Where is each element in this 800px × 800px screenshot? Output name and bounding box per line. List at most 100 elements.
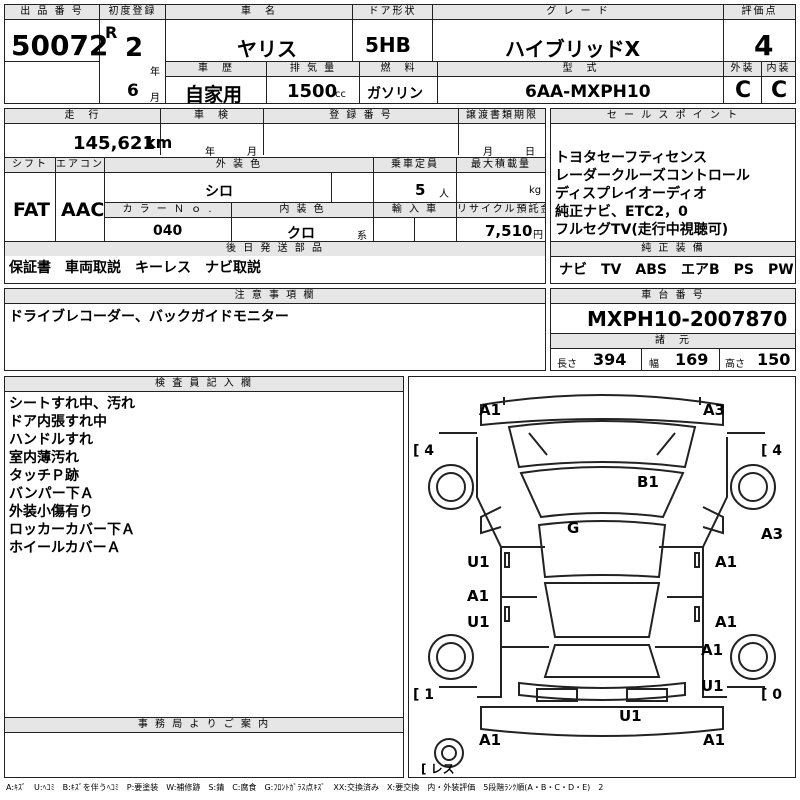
sales-points-label: セ ー ル ス ポ イ ン ト (551, 109, 795, 124)
legend: A:ｷｽﾞ U:ﾍｺﾐ B:ｷｽﾞを伴うﾍｺﾐ P:要塗装 W:補修跡 S:錆 … (6, 783, 604, 792)
inspection-year-unit: 年 (205, 147, 215, 158)
sales-point: トヨタセーフティセンス (555, 150, 708, 166)
grade: ハイブリッドX (505, 37, 641, 61)
mark-cabin: G (567, 519, 579, 537)
mark-right-rear-fender: A1 (701, 641, 723, 659)
length: 394 (593, 350, 627, 369)
mark-front-right: A3 (703, 401, 725, 419)
exterior-color: シロ (205, 184, 233, 200)
notes-label: 注 意 事 項 欄 (5, 289, 545, 304)
import-label: 輸 入 車 (374, 203, 456, 218)
inspector-note: シートすれ中、汚れ (9, 396, 135, 412)
sales-point: ディスプレイオーディオ (555, 186, 708, 202)
tire-fr: [ 4 (761, 443, 782, 459)
color-label: 外 装 色 (105, 158, 373, 173)
first-reg-year-unit: 年 (150, 67, 160, 78)
mark-right-rear-door: A1 (715, 613, 737, 631)
notes-box: 注 意 事 項 欄 ドライブレコーダー、バックガイドモニター (4, 288, 546, 371)
interior-grade: C (771, 78, 788, 103)
car-history: 自家用 (185, 84, 243, 106)
first-reg-label: 初度登録 (100, 5, 165, 20)
spec-block: 走 行 145,621 km 車 検 年 月 登 録 番 号 譲渡書類期限 月 … (4, 108, 546, 257)
later-parts-box: 保証書 車両取説 キーレス ナビ取説 (4, 256, 546, 284)
mark-right-side: A3 (761, 525, 783, 543)
first-reg-year: 2 (125, 33, 144, 63)
fuel-label: 燃 料 (360, 62, 437, 77)
load-label: 最大積載量 (457, 158, 545, 173)
score-label: 評価点 (724, 5, 795, 20)
mark-rear-left: A1 (479, 731, 501, 749)
history-label: 車 歴 (166, 62, 266, 77)
notes: ドライブレコーダー、バックガイドモニター (9, 309, 289, 325)
interior-color: クロ (287, 226, 315, 242)
mileage-unit: km (145, 133, 173, 152)
mileage: 145,621 (73, 133, 155, 154)
mark-left-front-door: U1 (467, 553, 490, 571)
door-label: ドア形状 (353, 5, 432, 20)
model: 6AA-MXPH10 (525, 82, 651, 102)
color-no: 040 (153, 223, 183, 239)
displacement-label: 排 気 量 (267, 62, 359, 77)
load-unit: kg (529, 185, 542, 196)
sales-points-box: セ ー ル ス ポ イ ン ト トヨタセーフティセンス レーダークルーズコントロ… (550, 108, 796, 242)
capacity-label: 乗車定員 (374, 158, 456, 173)
recycle-unit: 円 (533, 230, 543, 241)
capacity: 5 (415, 181, 426, 199)
dimensions-label: 諸 元 (551, 334, 795, 349)
shift-label: シフト (5, 158, 55, 173)
aircon: AAC (61, 199, 105, 221)
exterior-grade: C (735, 78, 752, 103)
displacement: 1500 (287, 81, 338, 102)
inspector-box: 検 査 員 記 入 欄 シートすれ中、汚れ ドア内張すれ中 ハンドルすれ 室内薄… (4, 376, 404, 718)
mark-left-rear-door: U1 (467, 613, 490, 631)
mark-roof: B1 (637, 473, 659, 491)
inspector-note: ホイールカバーＡ (9, 540, 121, 556)
office-box: 事 務 局 よ り ご 案 内 (4, 718, 404, 778)
spare-tire: [ レス (421, 762, 455, 776)
car-name-label: 車 名 (166, 5, 352, 20)
interior-color-unit: 系 (357, 231, 367, 242)
chassis-label: 車 台 番 号 (551, 289, 795, 304)
header-block: 出 品 番 号 50072 初度登録 R 2 年 6 月 車 名 ヤリス ドア形… (4, 4, 796, 106)
tire-rl: [ 1 (413, 687, 434, 703)
displacement-unit: cc (335, 89, 346, 100)
width-label: 幅 (649, 359, 659, 370)
interior-color-label: 内 装 色 (232, 203, 373, 218)
inspection-label: 車 検 (161, 109, 263, 124)
score: 4 (754, 29, 774, 62)
width: 169 (675, 350, 709, 369)
first-reg-era: R (105, 23, 118, 42)
equipment: ナビ TV ABS エアB PS PW (559, 262, 794, 278)
recycle-fee: 7,510 (485, 222, 533, 240)
equipment-label: 純 正 装 備 (551, 242, 795, 257)
inspection-month-unit: 月 (247, 147, 257, 158)
inspector-label: 検 査 員 記 入 欄 (5, 377, 403, 392)
mark-right-rear-lamp: U1 (701, 677, 724, 695)
office-label: 事 務 局 よ り ご 案 内 (5, 718, 403, 733)
inspector-note: ドア内張すれ中 (9, 414, 107, 430)
fuel: ガソリン (367, 86, 423, 102)
transfer-month-unit: 月 (483, 147, 493, 158)
car-outline-svg: [ 4 [ 4 [ 1 [ 0 [ レス A1 A3 B1 G A3 U1 A1… (413, 394, 783, 776)
mark-rear-bumper: U1 (619, 707, 642, 725)
equipment-box: 純 正 装 備 ナビ TV ABS エアB PS PW (550, 241, 796, 284)
inspector-note: 外装小傷有り (9, 504, 93, 520)
mark-rear-right: A1 (703, 731, 725, 749)
registration-label: 登 録 番 号 (264, 109, 458, 124)
inspector-note: バンパー下Ａ (9, 486, 94, 502)
first-reg-month: 6 (127, 81, 139, 101)
mark-left-rocker: A1 (467, 587, 489, 605)
later-parts: 保証書 車両取説 キーレス ナビ取説 (9, 260, 261, 276)
tire-rr: [ 0 (761, 687, 782, 703)
aircon-label: エアコン (56, 158, 104, 173)
car-name: ヤリス (237, 37, 297, 61)
height: 150 (757, 350, 791, 369)
inspector-note: 室内薄汚れ (9, 450, 79, 466)
color-no-label: カ ラ ー Ｎ ｏ . (105, 203, 231, 218)
inspector-note: ロッカーカバー下Ａ (9, 522, 135, 538)
height-label: 高さ (725, 359, 745, 370)
mileage-label: 走 行 (5, 109, 160, 124)
lot-number: 50072 (11, 29, 109, 62)
later-parts-label: 後 日 発 送 部 品 (5, 242, 545, 257)
grade-label: グ レ ー ド (433, 5, 723, 20)
